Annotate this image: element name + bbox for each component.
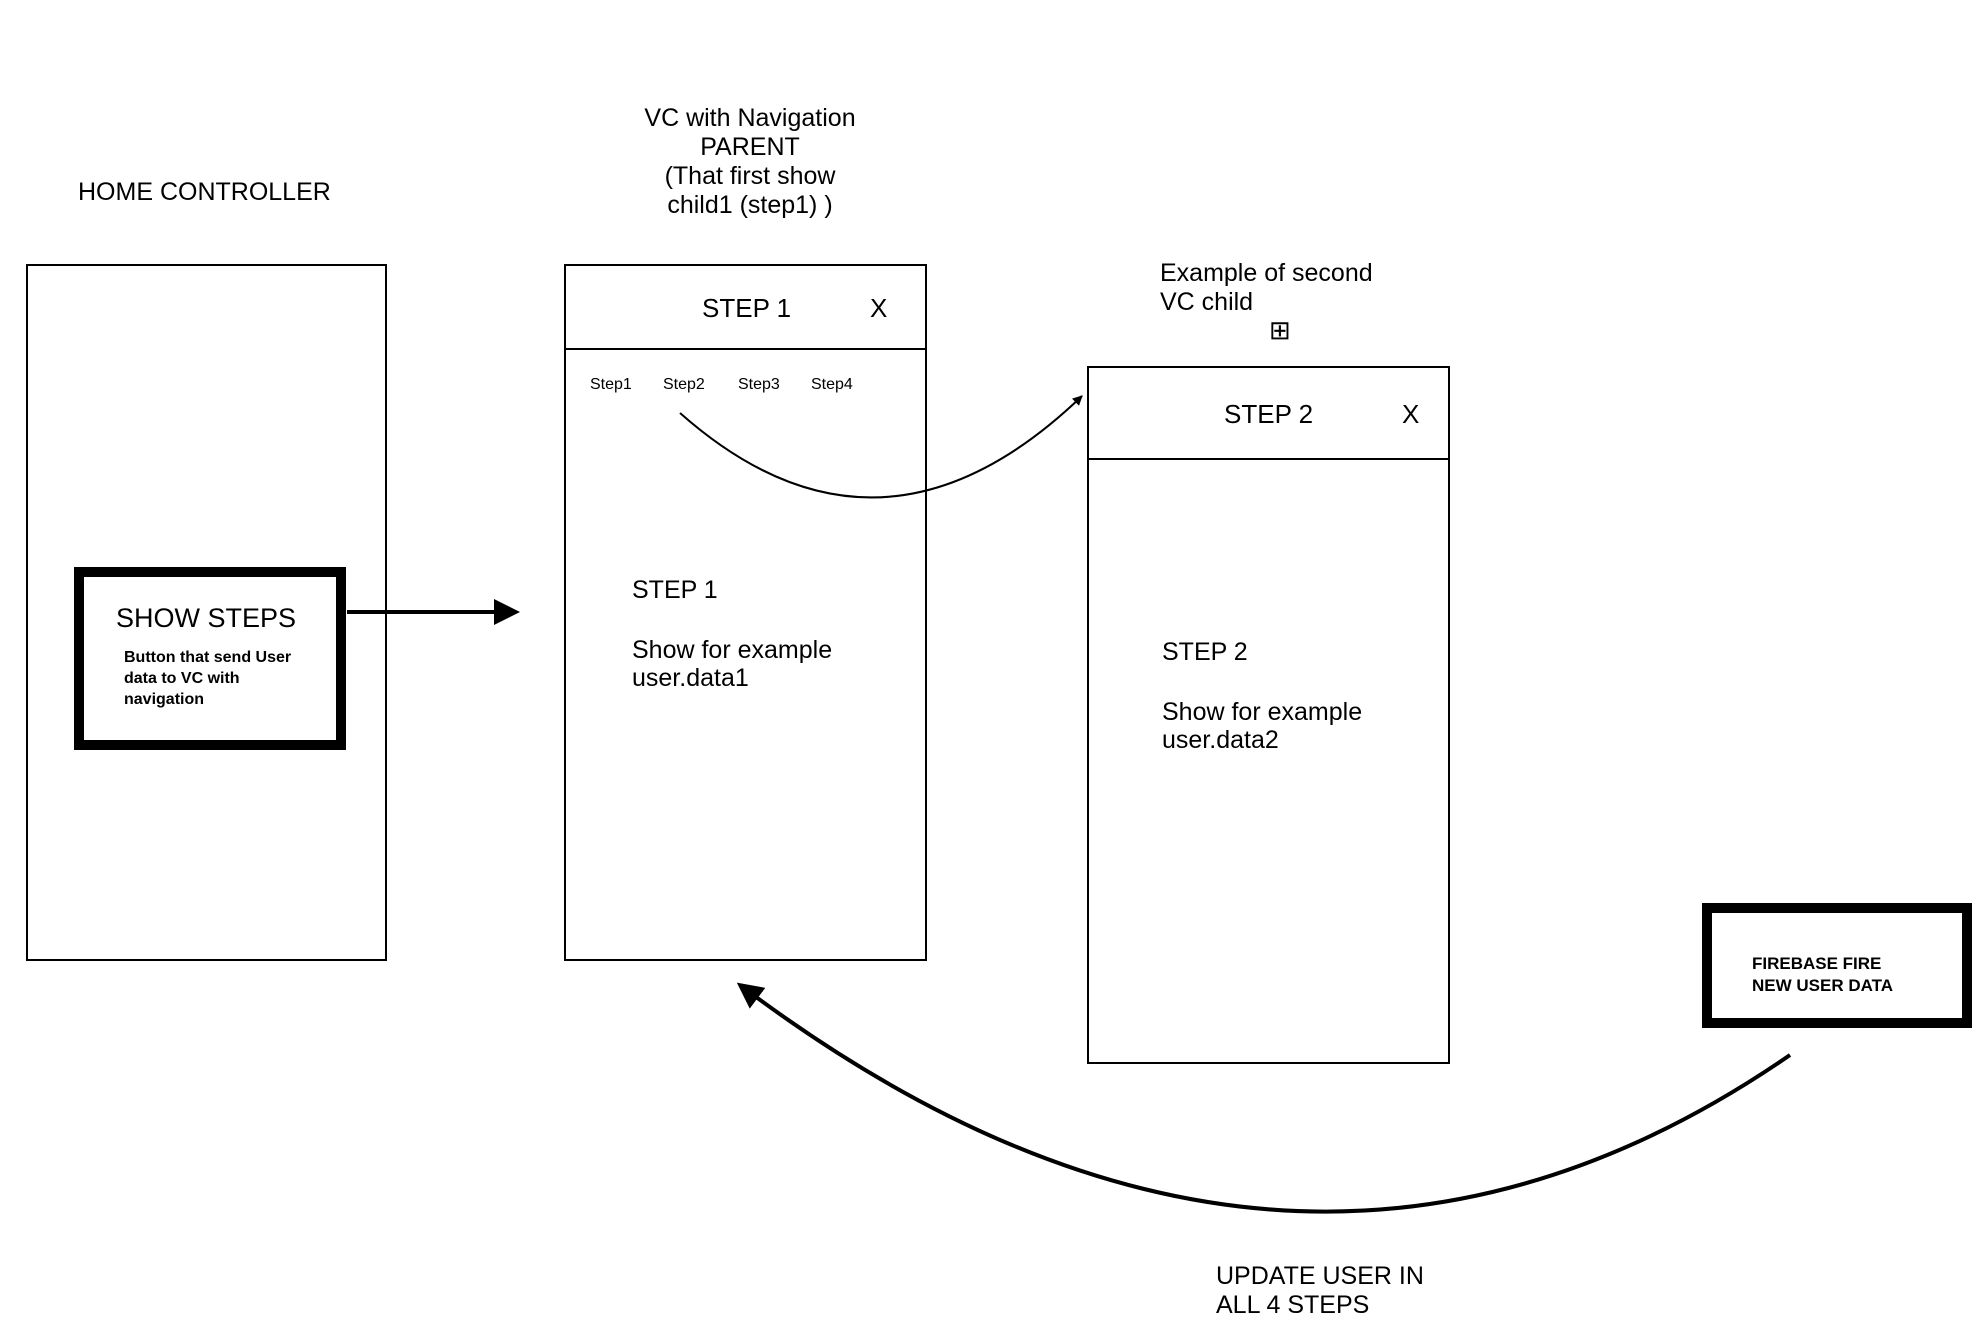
tab-step3[interactable]: Step3: [738, 376, 780, 393]
parent-heading-line: child1 (step1) ): [667, 191, 833, 219]
parent-heading-line: (That first show: [664, 162, 836, 190]
update-label: UPDATE USER IN ALL 4 STEPS: [1216, 1262, 1424, 1320]
home-controller-title: HOME CONTROLLER: [78, 178, 331, 206]
child-heading-line: Example of second: [1160, 259, 1373, 287]
parent-content-desc: Show for example user.data1: [632, 636, 833, 692]
child-content-desc: Show for example user.data2: [1162, 698, 1363, 754]
firebase-label: FIREBASE FIRE NEW USER DATA: [1752, 954, 1894, 995]
child-vc-heading: Example of second VC child: [1160, 259, 1373, 317]
child-nav-title: STEP 2: [1224, 399, 1314, 429]
show-steps-note: Button that send User data to VC with na…: [124, 649, 292, 708]
update-label-line: UPDATE USER IN: [1216, 1262, 1424, 1290]
firebase-box: FIREBASE FIRE NEW USER DATA: [1702, 903, 1972, 1028]
child-navigation-bar: STEP 2 X: [1089, 368, 1448, 460]
child-content-title: STEP 2: [1162, 638, 1248, 666]
parent-vc-frame: STEP 1 X Step1 Step2 Step3 Step4 STEP 1 …: [564, 264, 927, 961]
parent-close-button[interactable]: X: [870, 293, 888, 323]
home-controller-frame: SHOW STEPS Button that send User data to…: [26, 264, 387, 961]
parent-heading-line: VC with Navigation: [644, 104, 856, 132]
child-vc-frame: STEP 2 X STEP 2 Show for example user.da…: [1087, 366, 1450, 1064]
show-steps-label: SHOW STEPS: [116, 603, 297, 633]
show-steps-button[interactable]: SHOW STEPS Button that send User data to…: [74, 567, 346, 750]
tab-step1[interactable]: Step1: [590, 376, 632, 393]
parent-vc-heading: VC with Navigation PARENT (That first sh…: [600, 104, 900, 220]
tab-step2[interactable]: Step2: [663, 376, 705, 393]
tab-step4[interactable]: Step4: [811, 376, 853, 393]
parent-nav-title: STEP 1: [702, 293, 792, 323]
update-label-line: ALL 4 STEPS: [1216, 1291, 1370, 1319]
parent-navigation-bar: STEP 1 X: [566, 266, 925, 350]
child-heading-line: VC child: [1160, 288, 1254, 316]
plus-icon: ⊞: [1269, 315, 1291, 345]
parent-content-title: STEP 1: [632, 576, 718, 604]
child-close-button[interactable]: X: [1402, 399, 1420, 429]
parent-heading-line: PARENT: [700, 133, 800, 161]
